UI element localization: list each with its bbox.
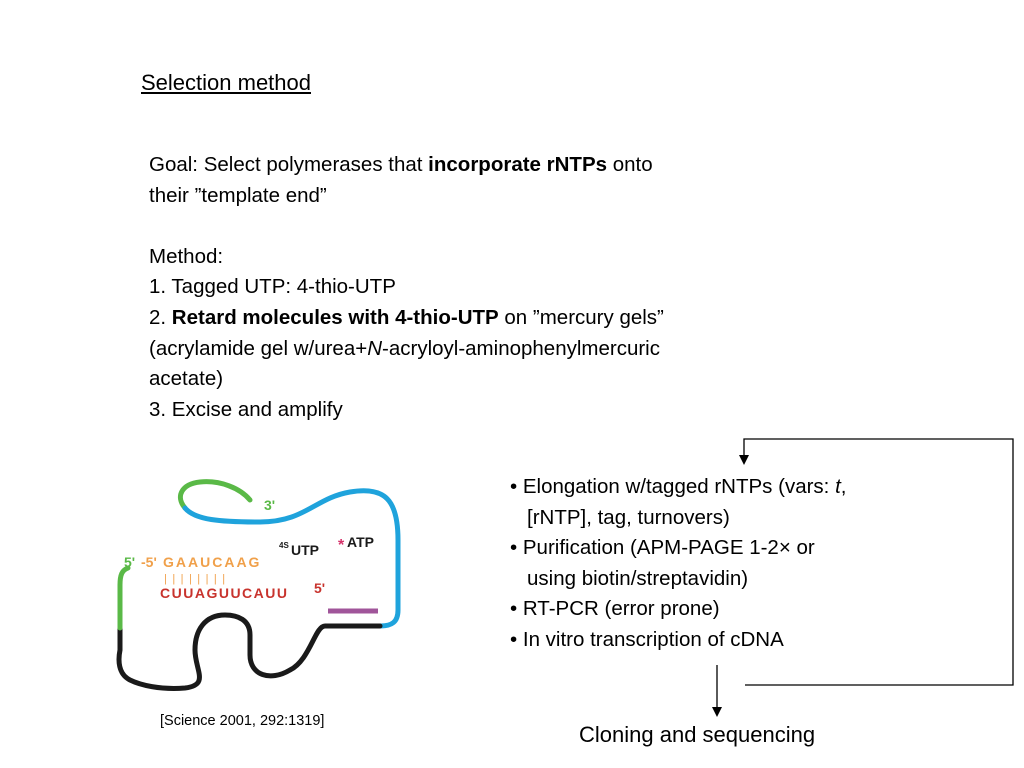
method-step-2: 2. Retard molecules with 4-thio-UTP on ”…	[149, 303, 809, 334]
cycle-step-elongation-suffix: ,	[840, 475, 847, 498]
cycle-outcome: Cloning and sequencing	[579, 722, 816, 747]
goal-line-2: their ”template end”	[149, 183, 327, 207]
method-heading: Method:	[149, 244, 224, 268]
figure-citation: [Science 2001, 292:1319]	[160, 713, 325, 729]
utp-label: UTP	[291, 542, 319, 558]
cycle-step-elongation-line-2: [rNTP], tag, turnovers)	[527, 505, 730, 529]
method-step-2-line-2-suffix: -acryloyl-aminophenylmercuric	[382, 336, 660, 360]
atp-star-icon: *	[338, 537, 345, 554]
method-step-2-prefix: 2.	[149, 305, 172, 329]
rna-template-figure: 3' 5' -5' GAAUCAAG | | | | | | | | CUUAG…	[116, 479, 401, 691]
method-step-2-italic: N	[367, 336, 383, 360]
cycle-step-rt-pcr: • RT-PCR (error prone)	[510, 597, 720, 621]
label-3prime: 3'	[264, 497, 275, 513]
method-step-2-line-2: (acrylamide gel w/urea+N-acryloyl-aminop…	[149, 334, 809, 365]
rna-black-strand	[116, 612, 383, 691]
atp-label: ATP	[347, 534, 374, 550]
goal-suffix: onto	[607, 153, 653, 176]
method-step-3: 3. Excise and amplify	[149, 397, 343, 421]
cycle-step-transcription: • In vitro transcription of cDNA	[510, 627, 784, 651]
method-step-1: 1. Tagged UTP: 4-thio-UTP	[149, 275, 396, 299]
slide-title: Selection method	[141, 70, 311, 95]
rna-blue-strand	[182, 488, 401, 629]
method-step-2-line-2-prefix: (acrylamide gel w/urea+	[149, 336, 368, 360]
rna-green-arm-left	[117, 565, 131, 631]
method-step-2-suffix: on ”mercury gels”	[498, 305, 664, 329]
rna-green-arm-top	[178, 479, 253, 511]
cycle-step-purification-line-2: using biotin/streptavidin)	[527, 566, 749, 590]
method-step-2-line-3: acetate)	[149, 367, 224, 391]
main-text-block: Goal: Select polymerases that incorporat…	[149, 150, 809, 425]
bottom-sequence: CUUAGUUCAUU	[160, 585, 289, 601]
loop-down-arrow-icon	[739, 455, 749, 465]
cycle-step-elongation-prefix: • Elongation w/tagged rNTPs (vars:	[510, 475, 836, 498]
goal-bold: incorporate rNTPs	[428, 153, 608, 176]
outcome-down-arrow-icon	[712, 707, 722, 717]
goal-prefix: Goal: Select polymerases that	[149, 153, 429, 176]
label-5prime-left: 5'	[124, 554, 135, 570]
cycle-step-elongation-italic: t	[835, 475, 841, 498]
method-step-2-bold: Retard molecules with 4-thio-UTP	[171, 305, 499, 329]
loop-return-line	[743, 438, 1014, 686]
cycle-step-elongation: • Elongation w/tagged rNTPs (vars: t,	[510, 472, 980, 503]
goal-line-1: Goal: Select polymerases that incorporat…	[149, 150, 809, 181]
top-sequence: GAAUCAAG	[163, 554, 261, 570]
label-5prime-bottom: 5'	[314, 580, 325, 596]
utp-superscript: 4S	[279, 541, 289, 550]
cycle-steps: • Elongation w/tagged rNTPs (vars: t, [r…	[510, 472, 980, 656]
label-5prime-5: -5'	[141, 554, 157, 570]
cycle-step-purification: • Purification (APM-PAGE 1-2× or	[510, 536, 815, 560]
pairing-ticks: | | | | | | | |	[164, 573, 226, 585]
